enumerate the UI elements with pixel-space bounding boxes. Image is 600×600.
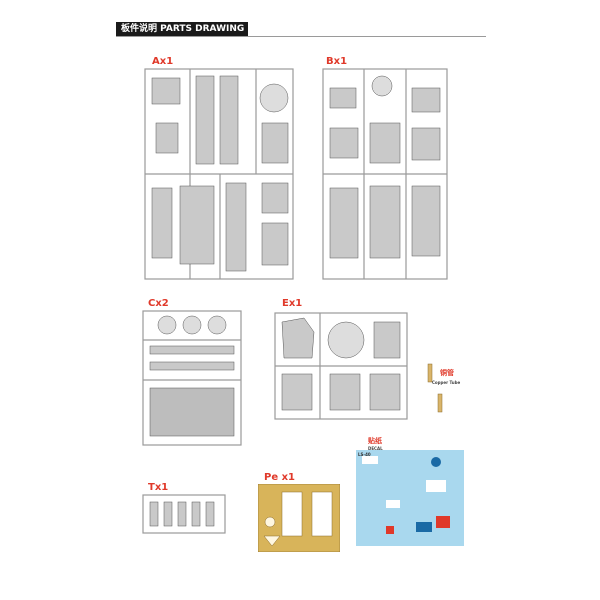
sprue-a-label: Ax1	[152, 56, 174, 67]
decal-label-en: DECAL	[368, 446, 383, 451]
sprue-c-label: Cx2	[148, 298, 169, 309]
decal-sheet-tag: LS-40	[358, 452, 371, 457]
decal-sheet-drawing	[356, 450, 464, 546]
photo-etch-drawing	[258, 484, 340, 552]
sprue-c-drawing	[142, 310, 242, 446]
sprue-b-drawing	[322, 68, 448, 280]
sprue-t-label: Tx1	[148, 482, 169, 493]
sprue-b-label: Bx1	[326, 56, 348, 67]
copper-tube-drawing	[427, 363, 443, 413]
sprue-a-drawing	[144, 68, 294, 280]
header-divider	[116, 36, 486, 37]
sprue-e-drawing	[274, 312, 408, 420]
decal-label-cn: 贴纸	[368, 437, 382, 445]
page-title: 板件说明 PARTS DRAWING	[116, 22, 248, 36]
sprue-e-label: Ex1	[282, 298, 303, 309]
copper-tube-label-cn: 铜管	[440, 369, 454, 377]
sprue-t-drawing	[142, 494, 226, 534]
sprue-pe-label: Pe x1	[264, 472, 296, 483]
copper-tube-label-en: Copper Tube	[432, 380, 461, 385]
